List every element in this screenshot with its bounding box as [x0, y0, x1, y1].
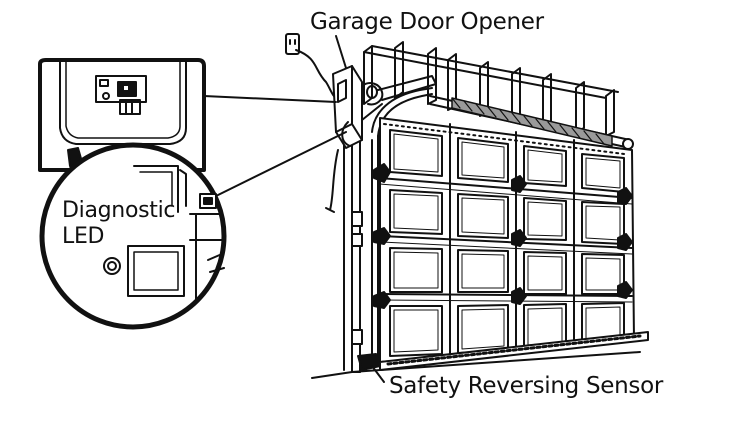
- opener-leader-line: [336, 36, 346, 68]
- bottom-seal: [380, 332, 648, 370]
- track-brackets: [352, 212, 362, 344]
- diagnostic-led-label-line2: LED: [62, 224, 105, 249]
- sensor-wire: [326, 150, 338, 212]
- garage-door-opener-label: Garage Door Opener: [310, 9, 544, 35]
- door-hinges: [374, 164, 632, 308]
- magnifier-circle: [42, 145, 224, 327]
- ceiling-joists: [364, 42, 618, 136]
- wall-outlet: [286, 34, 338, 100]
- diagnostic-led-label-line1: Diagnostic: [62, 198, 176, 223]
- opener-unit: [333, 66, 436, 148]
- safety-reversing-sensor-label: Safety Reversing Sensor: [389, 373, 663, 399]
- zoom-connector-top: [204, 96, 336, 102]
- zoom-connector-bottom: [216, 132, 346, 196]
- safety-sensor: [358, 354, 384, 382]
- torsion-spring: [430, 96, 633, 149]
